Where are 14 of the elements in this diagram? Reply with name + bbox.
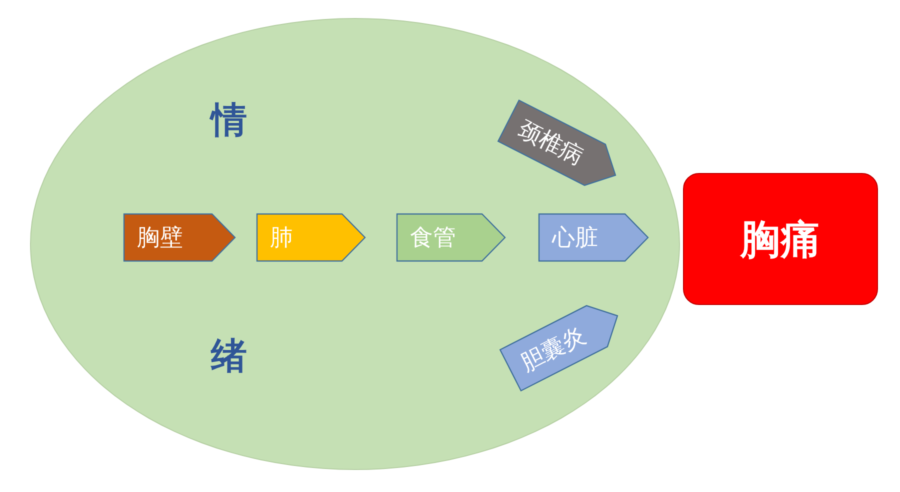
pentagon-tag bbox=[123, 213, 236, 262]
area-heading: 情 bbox=[211, 101, 247, 141]
node-label: 肺 bbox=[269, 224, 293, 253]
area-heading: 绪 bbox=[211, 337, 247, 377]
node-label: 心脏 bbox=[550, 224, 598, 253]
node-label: 胸痛 bbox=[740, 216, 820, 264]
node-label: 胆囊炎 bbox=[515, 320, 591, 378]
pentagon-tag bbox=[538, 213, 649, 262]
pentagon-tag bbox=[396, 213, 506, 262]
node-label: 胸壁 bbox=[136, 224, 183, 253]
pentagon-tag bbox=[256, 213, 366, 262]
node-label: 食管 bbox=[409, 224, 456, 253]
node-label: 颈椎病 bbox=[513, 114, 588, 172]
result-box bbox=[683, 173, 878, 305]
